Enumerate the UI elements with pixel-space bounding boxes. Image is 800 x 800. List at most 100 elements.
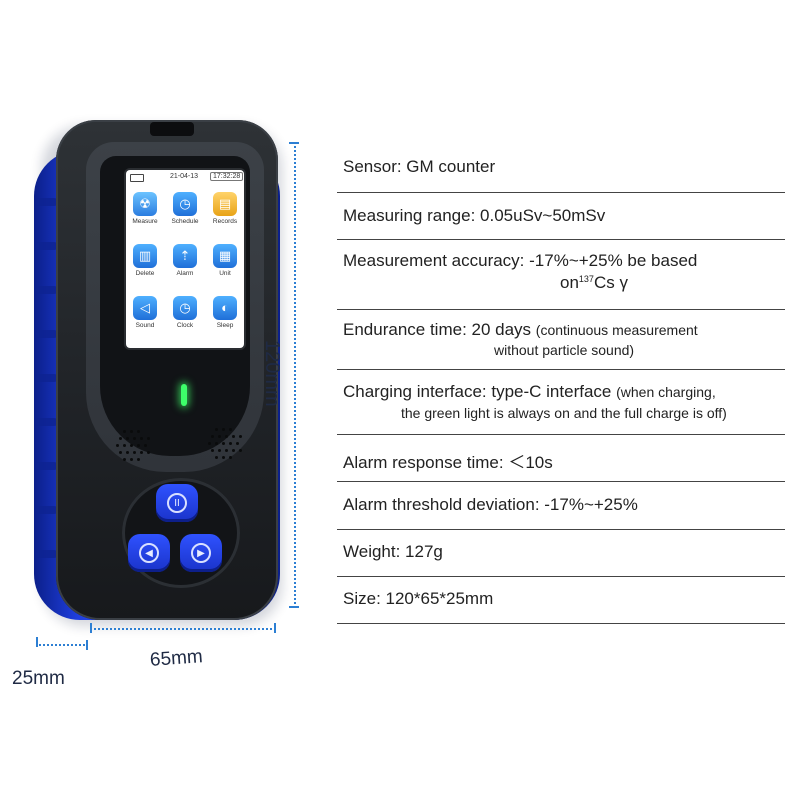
spec-row-alarm-threshold: Alarm threshold deviation: -17%~+25% (337, 482, 785, 530)
app-label: Schedule (171, 218, 199, 225)
spec-text-line2: on137Cs γ (560, 273, 628, 293)
speaker-hole (133, 451, 136, 454)
speaker-hole (130, 430, 133, 433)
speaker-hole (225, 449, 228, 452)
lanyard-slot (150, 122, 194, 136)
alarm-icon: ⇡ (173, 244, 197, 268)
bumper-ridge (36, 506, 58, 514)
spec-note: without particle sound) (494, 342, 635, 358)
charging-led (181, 384, 187, 406)
speaker-hole (133, 437, 136, 440)
spec-note: (continuous measurement (535, 322, 698, 338)
speaker-hole (137, 458, 140, 461)
speaker-hole (239, 449, 242, 452)
status-bar: 21-04-13 17:32:28 (126, 170, 244, 184)
speaker-hole (140, 437, 143, 440)
speaker-hole (147, 437, 150, 440)
speaker-hole (137, 430, 140, 433)
spec-row-range: Measuring range: 0.05uSv~50mSv (337, 193, 785, 240)
spec-text: Endurance time: 20 days (343, 320, 532, 339)
dimension-tick (90, 623, 92, 633)
bumper-ridge (36, 198, 58, 206)
moon-icon: ◐ (213, 296, 237, 320)
spec-text: Charging interface: type-C interface (343, 382, 612, 401)
speaker-hole (211, 435, 214, 438)
spec-text-line1: Endurance time: 20 days (continuous meas… (343, 320, 698, 340)
speaker-hole (232, 435, 235, 438)
battery-icon (130, 174, 144, 182)
pause-button[interactable]: II (156, 484, 198, 522)
speaker-hole (119, 437, 122, 440)
app-alarm[interactable]: ⇡ Alarm (168, 244, 202, 292)
speaker-hole (229, 442, 232, 445)
left-arrow-button[interactable]: ◀ (128, 534, 170, 572)
app-unit[interactable]: ▦Unit (208, 244, 242, 292)
spec-text: Sensor: GM counter (343, 157, 496, 176)
speaker-hole (147, 451, 150, 454)
speaker-hole (119, 451, 122, 454)
spec-row-alarm-response: Alarm response time: ＜10s (337, 435, 785, 482)
unit-icon: ▦ (213, 244, 237, 268)
spec-note: (when charging, (616, 384, 716, 400)
app-label: Clock (176, 322, 194, 329)
clock-icon: ◷ (173, 192, 197, 216)
spec-text: Alarm threshold deviation: -17%~+25% (343, 495, 638, 514)
bumper-ridge (36, 242, 58, 250)
spec-list: Sensor: GM counter Measuring range: 0.05… (337, 142, 785, 624)
clock-icon: ◷ (173, 296, 197, 320)
pause-icon: II (167, 493, 187, 513)
speaker-hole (144, 444, 147, 447)
app-sound[interactable]: ◁Sound (128, 296, 162, 344)
spec-text: Cs γ (593, 273, 628, 292)
speaker-hole (140, 451, 143, 454)
height-dimension-label: 120mm (261, 340, 283, 407)
spec-row-sensor: Sensor: GM counter (337, 142, 785, 193)
speaker-hole (225, 435, 228, 438)
screen-time: 17:32:28 (210, 172, 244, 181)
speaker-hole (130, 444, 133, 447)
spec-row-weight: Weight: 127g (337, 530, 785, 577)
spec-row-charging: Charging interface: type-C interface (wh… (337, 370, 785, 435)
isotope-number: 137 (578, 274, 594, 284)
speaker-hole (222, 442, 225, 445)
spec-text-line1: Charging interface: type-C interface (wh… (343, 382, 716, 402)
bumper-ridge (36, 330, 58, 338)
spec-text: Measurement accuracy: -17%~+25% be based (343, 251, 698, 270)
document-icon: ▤ (213, 192, 237, 216)
right-arrow-button[interactable]: ▶ (180, 534, 222, 572)
spec-row-endurance: Endurance time: 20 days (continuous meas… (337, 310, 785, 370)
app-sleep[interactable]: ◐Sleep (208, 296, 242, 344)
dimension-tick (289, 606, 299, 608)
spec-text: Measuring range: 0.05uSv~50mSv (343, 206, 606, 225)
app-measure[interactable]: ☢Measure (128, 192, 162, 240)
app-schedule[interactable]: ◷ Schedule (168, 192, 202, 240)
spec-text: Size: 120*65*25mm (343, 589, 494, 608)
right-arrow-icon: ▶ (191, 543, 211, 563)
speaker-hole (229, 428, 232, 431)
speaker-hole (208, 442, 211, 445)
speaker-hole (126, 437, 129, 440)
dimension-tick (289, 142, 299, 144)
app-label: Alarm (176, 270, 194, 277)
app-records[interactable]: ▤Records (208, 192, 242, 240)
left-arrow-icon: ◀ (139, 543, 159, 563)
speaker-hole (222, 456, 225, 459)
width-dimension-line (90, 628, 276, 630)
bumper-ridge (36, 550, 58, 558)
width-dimension-label: 65mm (149, 646, 204, 671)
bumper-ridge (36, 374, 58, 382)
speaker-hole (215, 428, 218, 431)
speaker-hole (137, 444, 140, 447)
speaker-hole (215, 456, 218, 459)
spec-row-size: Size: 120*65*25mm (337, 577, 785, 624)
dimension-tick (274, 623, 276, 633)
right-speaker-grille (208, 428, 242, 462)
spec-text: Weight: 127g (343, 542, 443, 561)
speaker-hole (236, 442, 239, 445)
app-delete[interactable]: ▥Delete (128, 244, 162, 292)
speaker-hole (229, 456, 232, 459)
app-clock[interactable]: ◷ Clock (168, 296, 202, 344)
dimension-tick (36, 637, 38, 647)
speaker-hole (116, 444, 119, 447)
